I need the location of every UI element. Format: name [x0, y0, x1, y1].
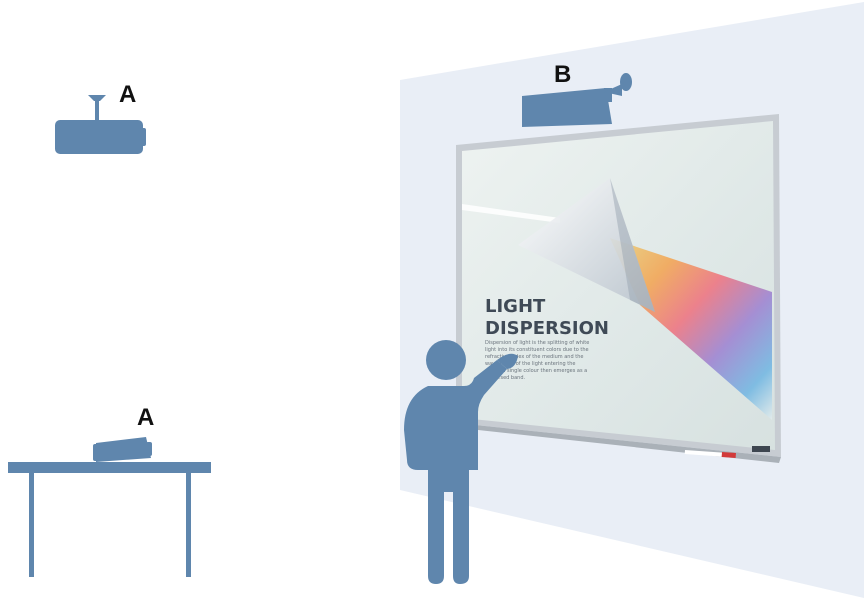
table-projector-label: A [137, 404, 154, 431]
short-throw-projector-label: B [554, 61, 571, 88]
board-brand-mark [752, 446, 770, 452]
table-icon [8, 462, 211, 577]
ceiling-projector-label: A [119, 81, 136, 108]
slide-title-line2: DISPERSION [485, 318, 609, 339]
table-projector-icon [93, 437, 152, 462]
slide-title-line1: LIGHT [485, 296, 546, 317]
